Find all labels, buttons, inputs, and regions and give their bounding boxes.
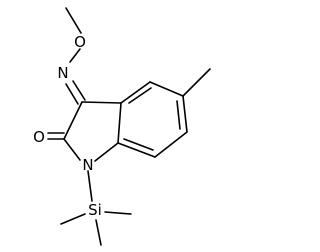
bonds	[47, 7, 211, 246]
bond-c5-methyl	[182, 68, 211, 97]
bond-c4-c5	[149, 81, 184, 97]
bond-inner-c7-c7a	[123, 138, 154, 151]
bond-silicon-methyl-left	[60, 213, 86, 225]
bond-methoxy-o-oxime-n	[69, 48, 81, 63]
bond-oxime-n-c3-1	[72, 80, 86, 101]
bond-c3-c2	[63, 101, 83, 140]
bond-inner-c5-c6	[176, 100, 181, 130]
atom-label-silicon: Si	[88, 201, 102, 219]
bond-n1-c7a	[94, 142, 119, 162]
bond-c2-n1	[63, 138, 81, 161]
atom-labels: O N O N Si	[33, 33, 102, 219]
bond-inner-c3a-c4	[128, 87, 152, 104]
atom-label-methoxy-o: O	[74, 33, 86, 51]
bond-oxime-n-c3-2	[65, 83, 79, 105]
bond-c6-c7	[154, 131, 188, 158]
bond-c3a-c7a	[117, 102, 122, 144]
bond-c7-c7a	[117, 142, 156, 158]
atom-label-carbonyl-o: O	[33, 128, 45, 146]
chemical-structure-diagram: O N O N Si	[33, 7, 211, 246]
bond-silicon-methyl-right	[104, 211, 132, 215]
bond-c3a-c4	[120, 81, 151, 104]
bond-n1-silicon	[87, 170, 93, 202]
bond-c3-c3a	[81, 101, 122, 104]
bond-c5-c6	[182, 95, 188, 133]
atom-label-ring-n: N	[82, 156, 93, 174]
atom-label-oxime-n: N	[57, 64, 68, 82]
bond-methyl-methoxy-o	[65, 7, 82, 34]
bond-silicon-methyl-bottom	[95, 219, 102, 246]
